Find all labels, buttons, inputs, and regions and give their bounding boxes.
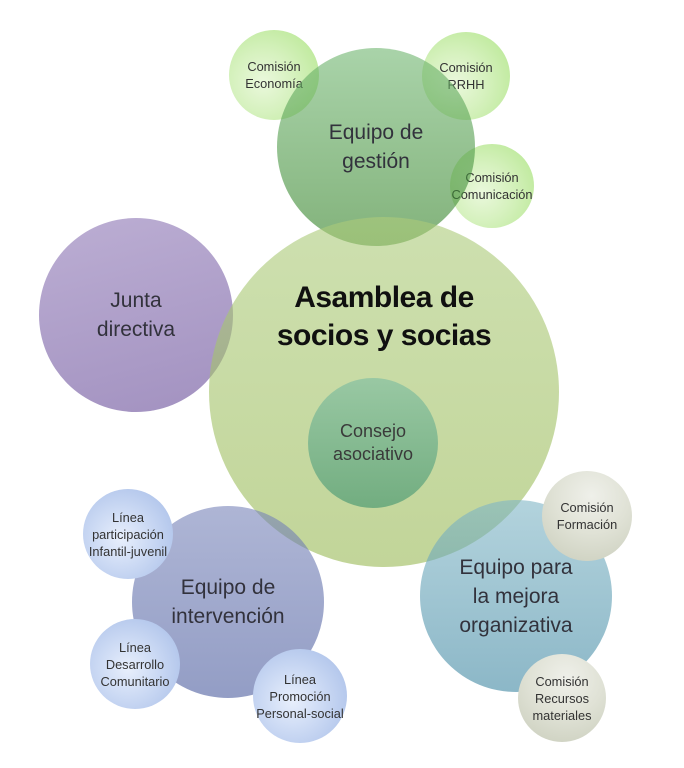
label-linea-desarrollo: Línea Desarrollo Comunitario — [100, 639, 170, 689]
label-equipo-intervencion: Equipo de intervención — [171, 576, 285, 628]
label-junta-directiva: Junta directiva — [96, 289, 176, 341]
label-consejo-asociativo: Consejo asociativo — [332, 421, 414, 464]
label-linea-participacion: Línea participación Infantil-juvenil — [88, 509, 168, 559]
circle-linea-desarrollo: Línea Desarrollo Comunitario — [90, 619, 180, 709]
circle-linea-promocion: Línea Promoción Personal-social — [253, 649, 347, 743]
label-comision-formacion: Comisión Formación — [556, 500, 618, 532]
circle-linea-participacion: Línea participación Infantil-juvenil — [83, 489, 173, 579]
label-comision-recursos: Comisión Recursos materiales — [532, 673, 592, 723]
label-asamblea: Asamblea de socios y socias — [276, 281, 492, 352]
label-equipo-gestion: Equipo de gestión — [328, 121, 424, 173]
label-comision-economia: Comisión Economía — [245, 59, 303, 91]
label-equipo-mejora: Equipo para la mejora organizativa — [459, 555, 573, 637]
circle-junta-directiva: Junta directiva — [39, 218, 233, 412]
label-linea-promocion: Línea Promoción Personal-social — [256, 671, 344, 721]
circle-consejo-asociativo: Consejo asociativo — [308, 378, 438, 508]
circle-comision-formacion: Comisión Formación — [542, 471, 632, 561]
circle-comision-recursos: Comisión Recursos materiales — [518, 654, 606, 742]
